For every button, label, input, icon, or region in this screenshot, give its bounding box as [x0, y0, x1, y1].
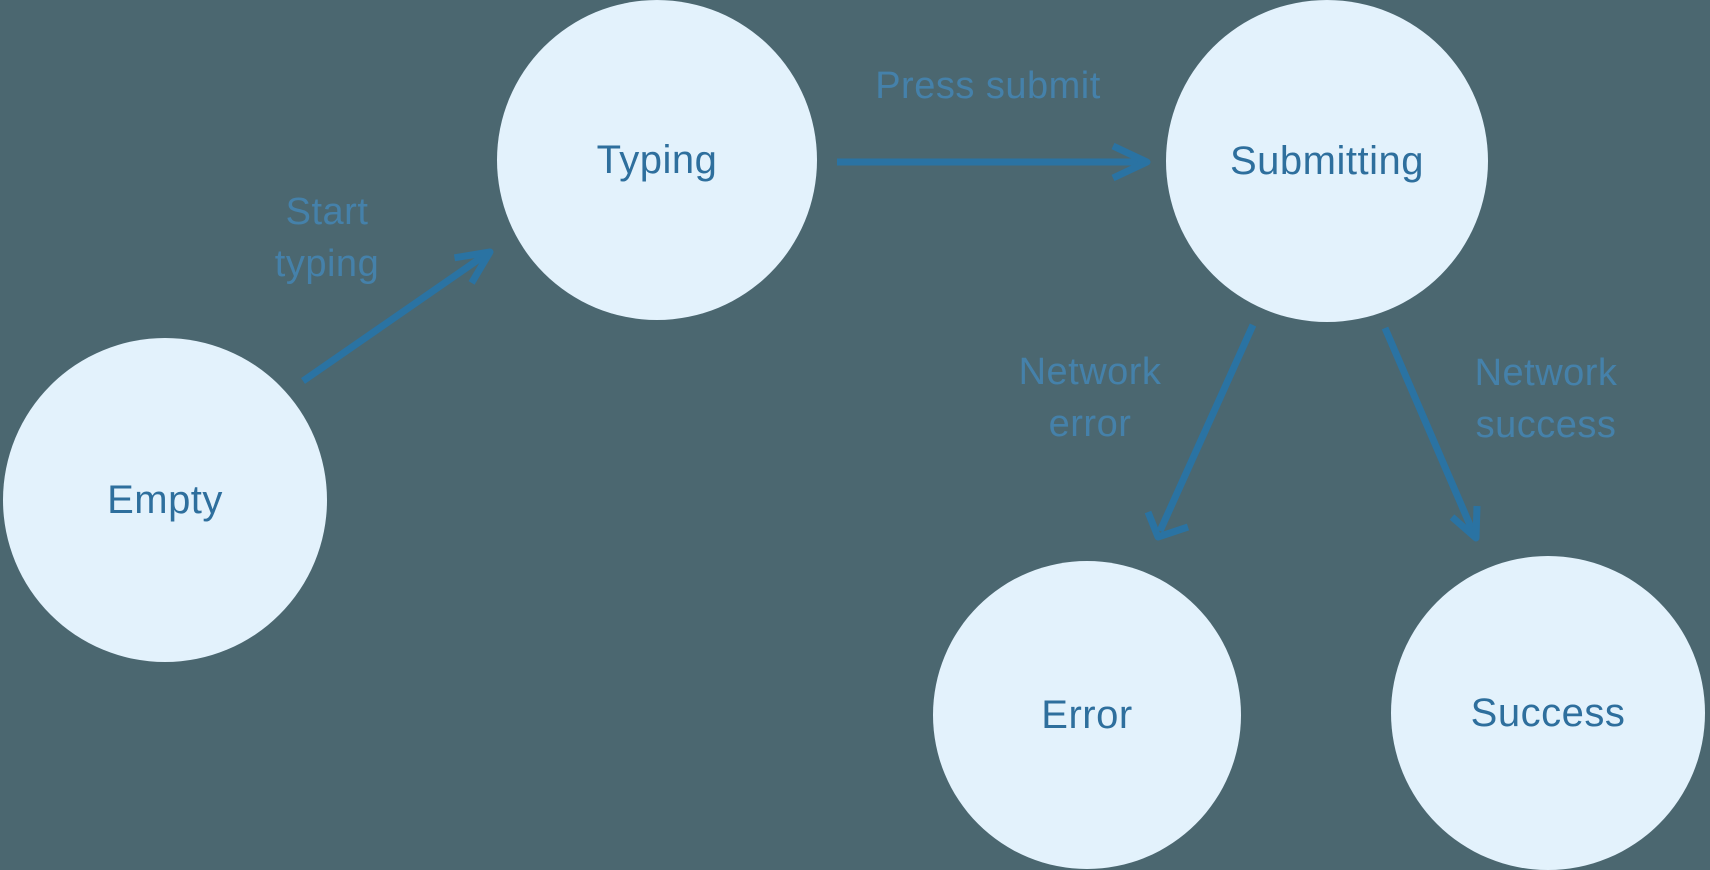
state-node-submitting: Submitting: [1166, 0, 1488, 322]
edge-label-network-success: Network success: [1474, 352, 1618, 446]
state-node-typing: Typing: [497, 0, 817, 320]
state-node-label: Typing: [596, 137, 718, 182]
arrow-submitting-to-success: [1381, 326, 1481, 542]
arrowhead-icon: [1449, 505, 1481, 542]
state-node-label: Error: [1041, 692, 1133, 737]
arrow-typing-to-submitting: [837, 142, 1151, 182]
arrowhead-icon: [1144, 510, 1190, 541]
state-node-empty: Empty: [3, 338, 327, 662]
state-node-success: Success: [1391, 556, 1705, 870]
state-node-label: Empty: [107, 477, 223, 522]
state-node-error: Error: [933, 561, 1241, 869]
arrowhead-icon: [1111, 142, 1151, 182]
edge-label-press-submit: Press submit: [875, 65, 1101, 107]
edge-label-network-error: Network error: [1018, 351, 1162, 445]
state-node-label: Submitting: [1230, 138, 1424, 183]
arrow-shaft: [301, 252, 487, 384]
arrowhead-icon: [453, 248, 494, 285]
edge-label-start-typing: Start typing: [274, 191, 380, 285]
arrow-shaft: [1381, 326, 1477, 534]
arrow-submitting-to-error: [1144, 323, 1257, 541]
arrow-empty-to-typing: [301, 248, 494, 384]
state-node-label: Success: [1470, 690, 1626, 735]
arrow-shaft: [1156, 323, 1257, 533]
